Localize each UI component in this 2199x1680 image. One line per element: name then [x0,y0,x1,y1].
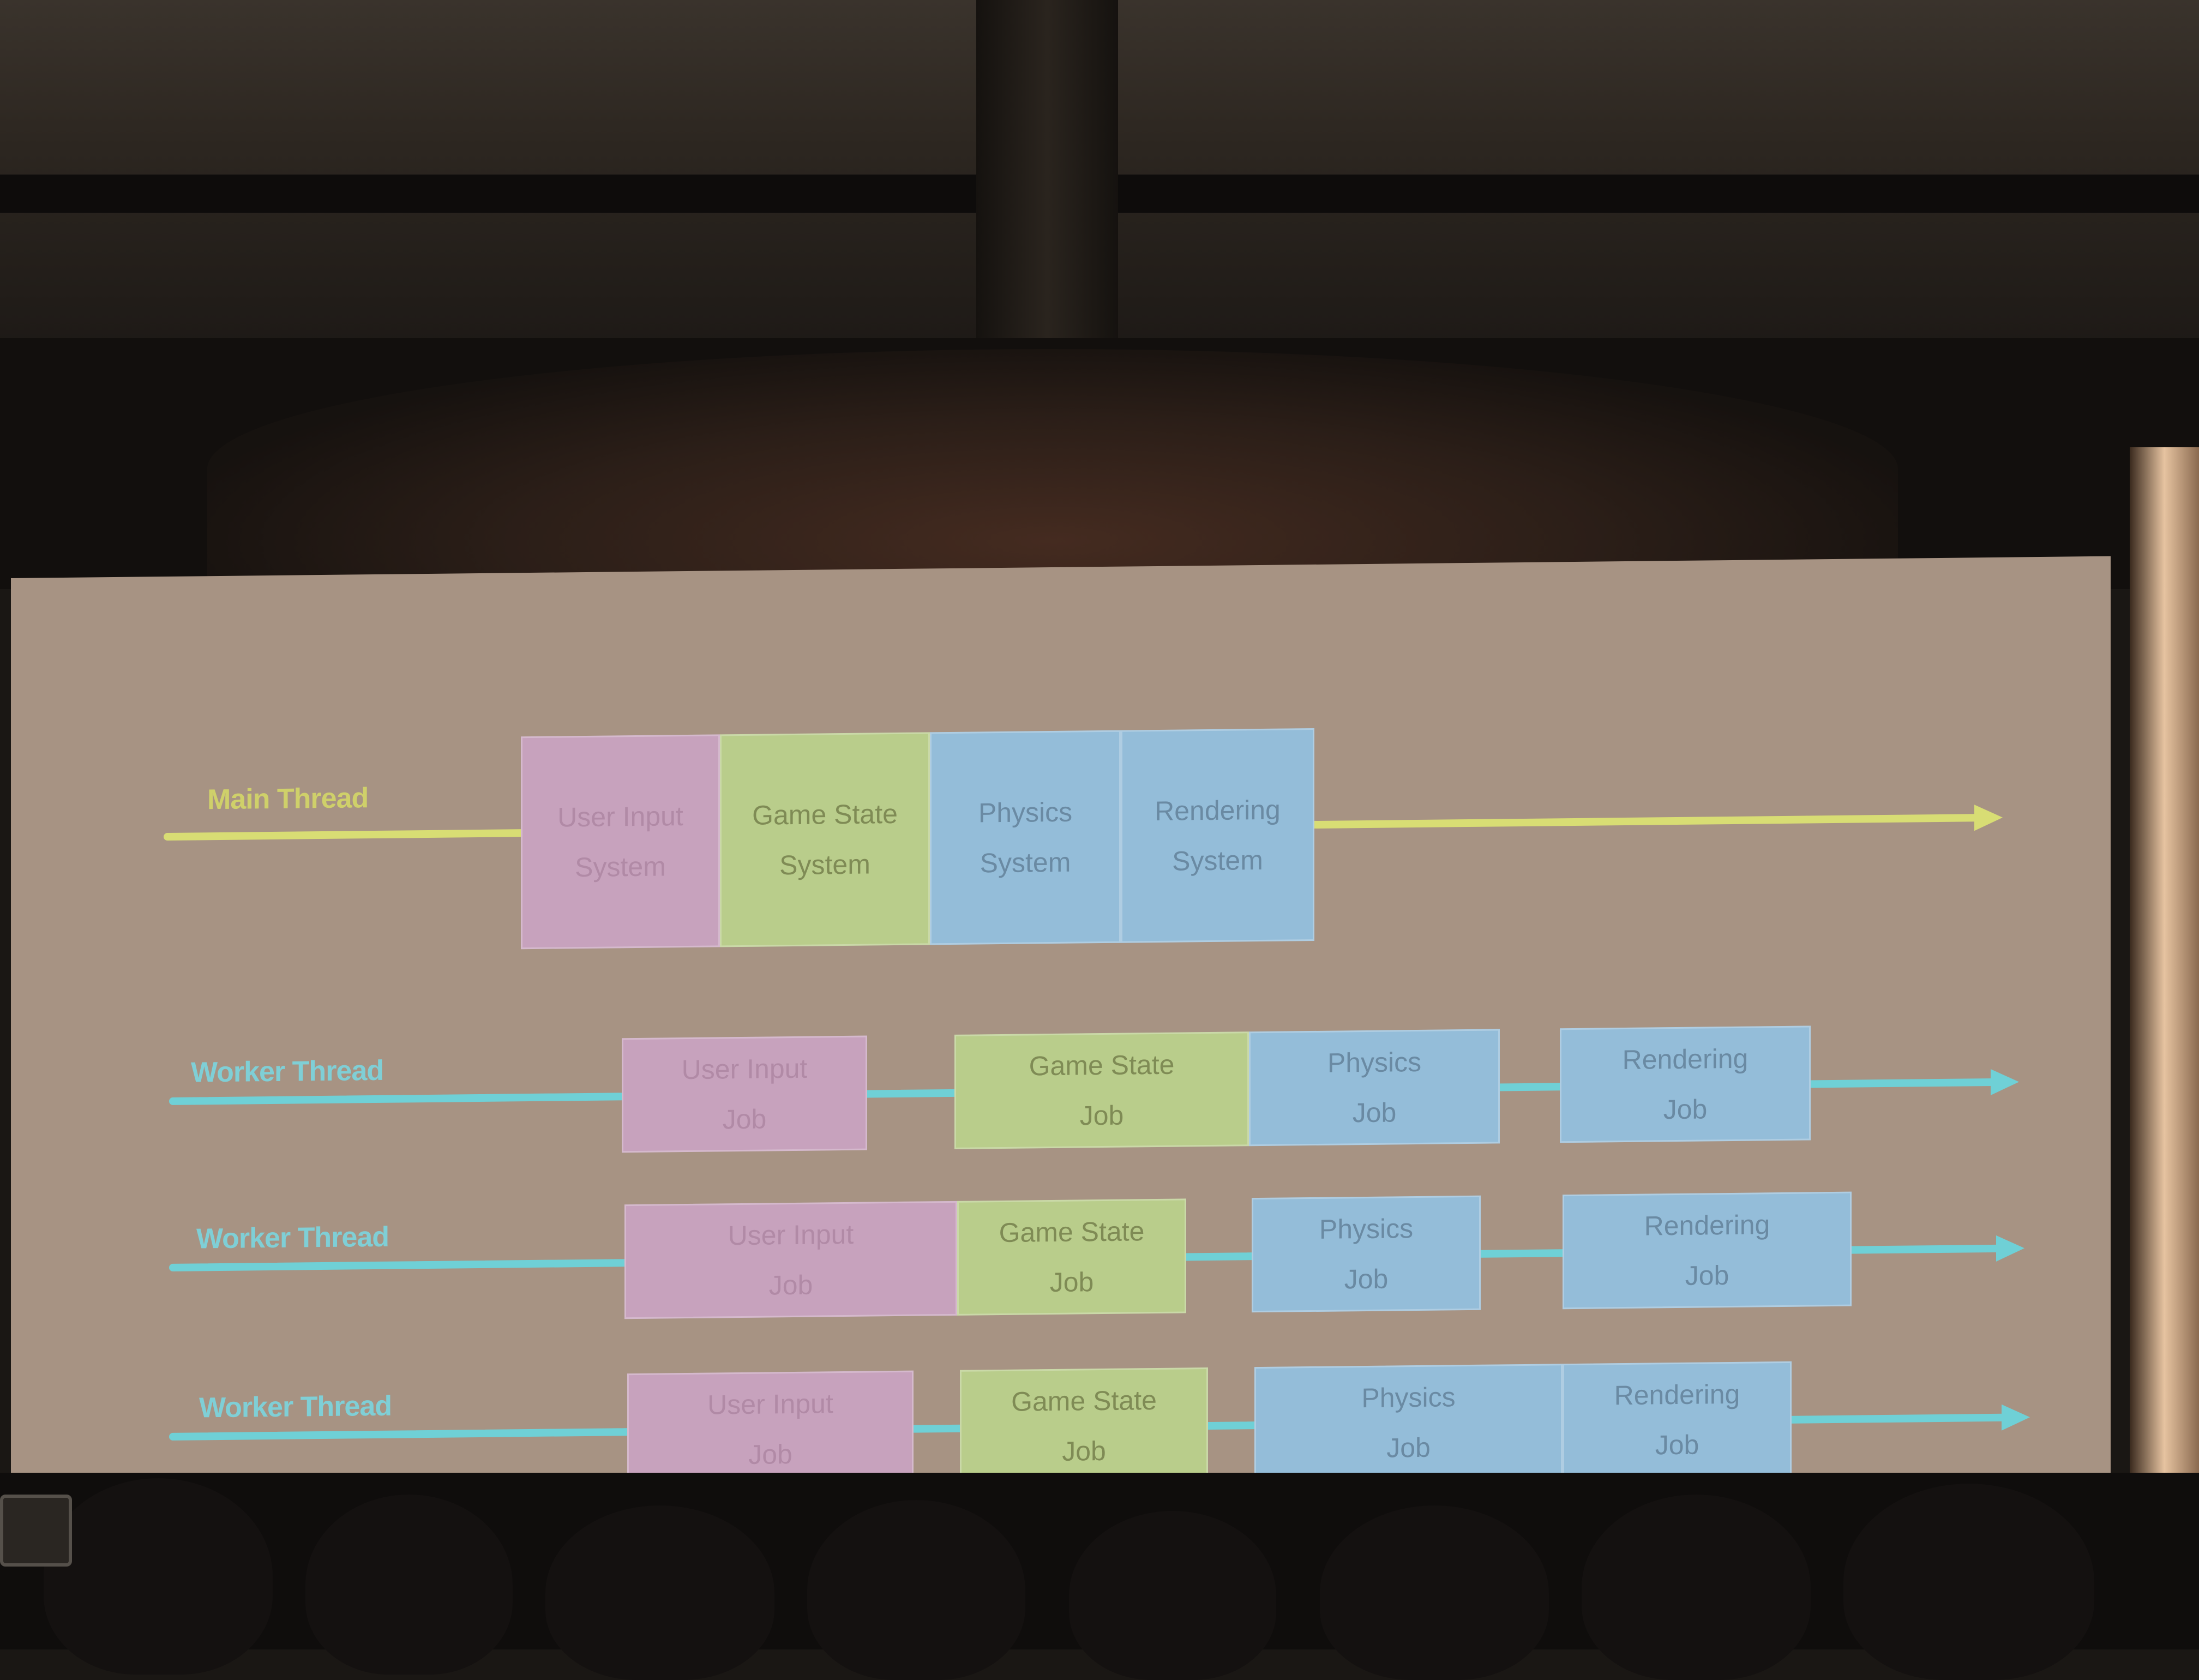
worker1-game-state-job-box: Game State Job [954,1031,1249,1149]
box-line2: System [575,851,666,883]
box-line1: Physics [1327,1046,1422,1078]
box-line2: Job [1386,1432,1431,1463]
worker3-game-state-job-box: Game State Job [960,1367,1208,1485]
box-line2: System [980,847,1071,879]
box-line1: Game State [1011,1384,1157,1417]
ceiling-pillar [976,0,1118,338]
worker2-physics-job-box: Physics Job [1252,1195,1481,1313]
box-line2: Job [1049,1267,1094,1298]
audience-phone [0,1495,72,1567]
main-thread-label: Main Thread [207,782,369,816]
main-game-state-system-box: Game State System [720,732,930,947]
worker2-game-state-job-box: Game State Job [957,1198,1186,1316]
audience-head [545,1505,774,1680]
box-line2: Job [768,1269,813,1301]
main-user-input-system-box: User Input System [521,734,720,950]
box-line1: Physics [1361,1382,1456,1414]
main-thread-line-end [1309,814,1985,829]
box-line2: Job [1344,1263,1389,1295]
main-thread-arrow [1974,804,2003,831]
main-rendering-system-box: Rendering System [1121,728,1314,943]
worker2-rendering-job-box: Rendering Job [1563,1191,1852,1310]
box-line2: Job [748,1438,792,1470]
audience-head [44,1478,273,1675]
worker-thread-1-arrow [1991,1069,2019,1095]
box-line1: Game State [752,798,898,831]
audience-head [1582,1495,1811,1680]
box-line1: Game State [1029,1049,1175,1082]
worker3-rendering-job-box: Rendering Job [1563,1361,1792,1479]
box-line2: Job [722,1103,767,1135]
box-line1: Rendering [1644,1209,1770,1241]
worker1-user-input-job-box: User Input Job [622,1035,867,1153]
audience-head [1069,1511,1276,1680]
box-line1: Rendering [1622,1043,1749,1076]
worker1-physics-job-box: Physics Job [1249,1029,1500,1147]
box-line2: Job [1685,1260,1729,1291]
worker-thread-2-arrow [1996,1235,2024,1262]
audience-head [1320,1505,1549,1680]
box-line1: Physics [978,796,1073,829]
box-line1: User Input [728,1219,854,1251]
box-line2: Job [1655,1429,1699,1461]
box-line2: System [1172,844,1263,877]
box-line1: User Input [681,1053,808,1085]
audience-head [1843,1484,2094,1680]
backdrop-dragon-artwork [207,349,1898,589]
audience-head [807,1500,1025,1680]
side-light-panel [2130,447,2199,1495]
box-line1: Rendering [1155,794,1281,827]
box-line2: Job [1079,1100,1124,1131]
box-line2: System [779,849,870,881]
box-line2: Job [1352,1097,1397,1129]
worker-thread-3-label: Worker Thread [199,1390,392,1424]
box-line1: User Input [557,801,683,833]
main-thread-line-start [164,829,534,841]
box-line1: Physics [1319,1213,1414,1245]
worker-thread-2-label: Worker Thread [196,1221,389,1255]
box-line2: Job [1062,1435,1106,1467]
box-line1: User Input [707,1388,833,1420]
worker-thread-1-label: Worker Thread [191,1054,384,1089]
audience-head [305,1495,513,1675]
worker-thread-3-arrow [2002,1404,2030,1431]
worker3-user-input-job-box: User Input Job [627,1370,914,1489]
main-physics-system-box: Physics System [930,730,1121,945]
projection-screen: Main Thread User Input System Game State… [11,556,2111,1615]
worker3-physics-job-box: Physics Job [1254,1364,1563,1482]
box-line1: Game State [999,1216,1145,1249]
worker1-rendering-job-box: Rendering Job [1560,1025,1811,1143]
worker2-user-input-job-box: User Input Job [624,1201,957,1319]
box-line2: Job [1663,1094,1708,1125]
box-line1: Rendering [1614,1378,1740,1411]
